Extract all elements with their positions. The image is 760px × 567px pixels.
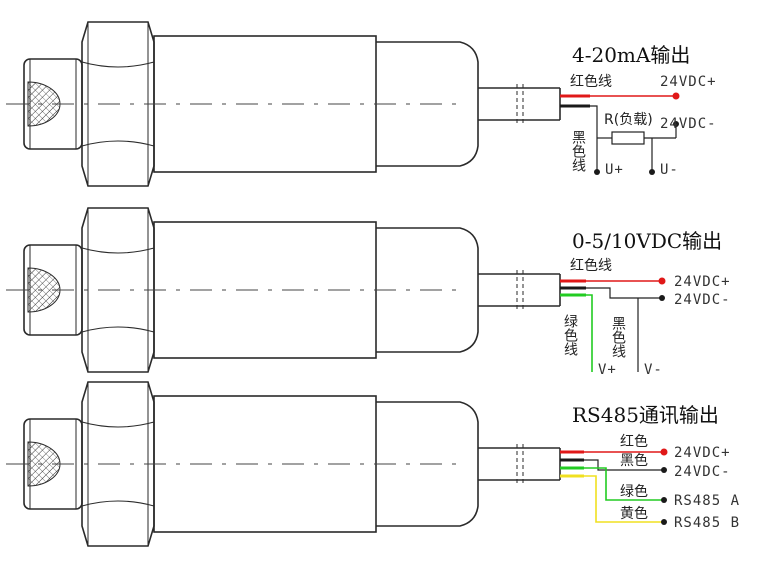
meter-dot-pos bbox=[594, 169, 600, 175]
meter-dot-neg bbox=[649, 169, 655, 175]
meter-u-neg: U- bbox=[660, 162, 679, 178]
green-wire-label: 绿色线 bbox=[562, 314, 578, 356]
transmitter-body bbox=[5, 207, 561, 373]
terminal-dot-pos bbox=[658, 277, 666, 285]
title-4-20ma: 4-20mA输出 bbox=[572, 43, 690, 67]
terminal-24vdc-neg: 24VDC- bbox=[674, 292, 731, 308]
terminal-dot-neg bbox=[661, 467, 667, 473]
red-label: 红色 bbox=[620, 433, 648, 450]
terminal-24vdc-neg: 24VDC- bbox=[674, 464, 731, 480]
terminal-24vdc-pos: 24VDC+ bbox=[660, 74, 717, 90]
yellow-label: 黄色 bbox=[620, 505, 648, 522]
terminal-dot-pos bbox=[660, 448, 668, 456]
terminal-dot-b bbox=[661, 519, 667, 525]
terminal-24vdc-neg: 24VDC- bbox=[660, 116, 717, 132]
terminal-dot-neg bbox=[659, 295, 665, 301]
yellow-wire bbox=[584, 475, 664, 523]
load-resistor-label: R(负载) bbox=[604, 112, 653, 128]
black-wire bbox=[584, 459, 664, 471]
red-wire-label: 红色线 bbox=[570, 73, 612, 90]
green-wire bbox=[586, 294, 593, 372]
green-wire bbox=[584, 467, 664, 501]
terminal-24vdc-pos: 24VDC+ bbox=[674, 274, 731, 290]
terminal-rs485-b: RS485 B bbox=[674, 515, 740, 531]
terminal-dot-pos bbox=[672, 92, 680, 100]
sensor-0-10vdc: 0-5/10VDC输出 红色线 24VDC+ 24VDC- 黑色线 V- 绿色线… bbox=[5, 207, 731, 378]
sensor-4-20ma: 4-20mA输出 红色线 24VDC+ 黑色线 U+ R(负载) 24VDC- … bbox=[5, 21, 717, 187]
green-label: 绿色 bbox=[620, 483, 648, 500]
sensor-rs485: RS485通讯输出 红色 24VDC+ 黑色 24VDC- 绿色 RS485 A… bbox=[5, 381, 740, 547]
meter-v-pos: V+ bbox=[598, 362, 617, 378]
title-0-10vdc: 0-5/10VDC输出 bbox=[572, 229, 722, 253]
terminal-24vdc-pos: 24VDC+ bbox=[674, 445, 731, 461]
terminal-dot-a bbox=[661, 497, 667, 503]
transmitter-body bbox=[5, 381, 561, 547]
black-wire bbox=[590, 105, 598, 172]
black-wire bbox=[586, 287, 662, 299]
black-wire-label: 黑色线 bbox=[570, 130, 586, 172]
title-rs485: RS485通讯输出 bbox=[572, 403, 719, 427]
terminal-rs485-a: RS485 A bbox=[674, 493, 740, 509]
meter-u-pos: U+ bbox=[605, 162, 624, 178]
meter-v-neg: V- bbox=[644, 362, 663, 378]
red-wire-label: 红色线 bbox=[570, 257, 612, 274]
terminal-dot-neg bbox=[673, 121, 679, 127]
black-label: 黑色 bbox=[620, 452, 648, 469]
transmitter-body bbox=[5, 21, 561, 187]
black-wire-label: 黑色线 bbox=[610, 316, 626, 358]
load-resistor bbox=[611, 131, 645, 145]
